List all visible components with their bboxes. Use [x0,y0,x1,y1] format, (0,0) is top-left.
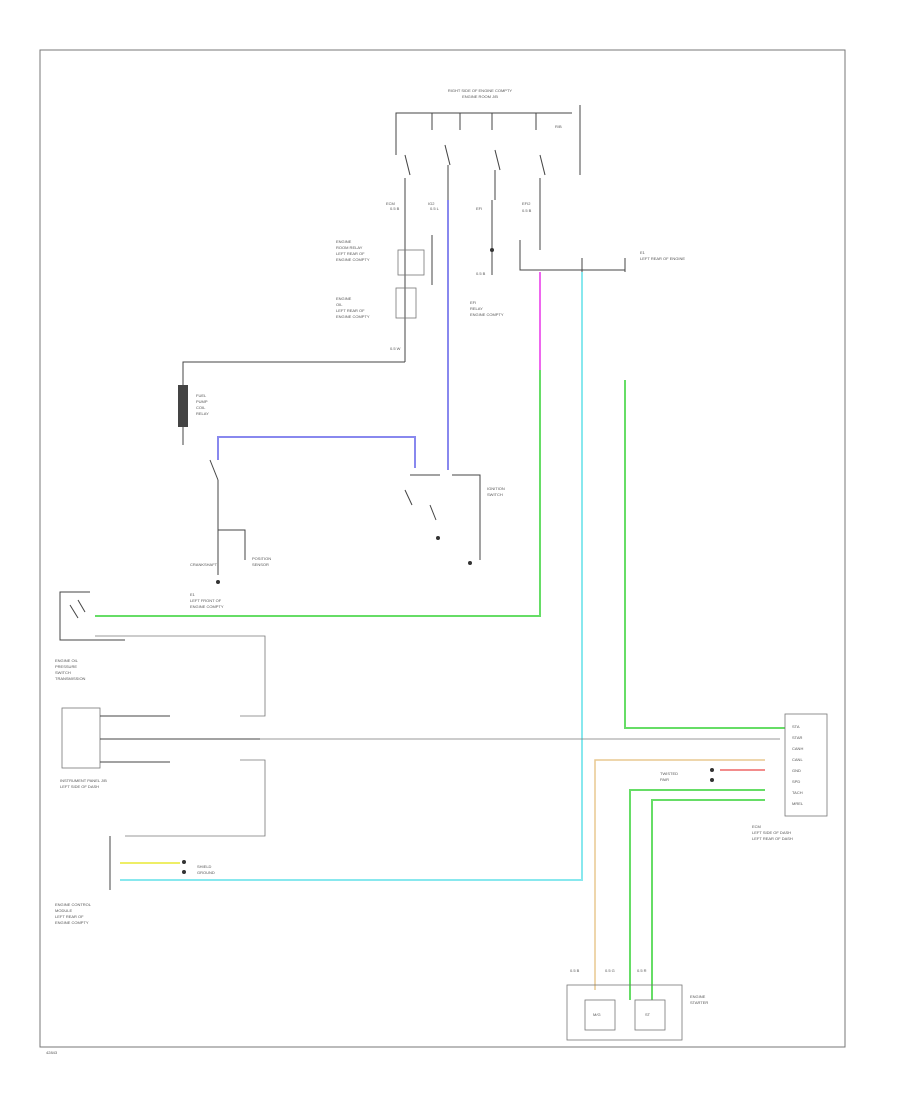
module-3-line-2: MODULE [55,908,72,913]
wire-label-1: 0.5 B [390,206,400,211]
left-module-2: INSTRUMENT PANEL J/B LEFT SIDE OF DASH [60,707,780,837]
bottom-module: M/G ST ENGINE STARTER 0.5 B 0.5 G 0.5 R [566,968,708,1041]
bottom-inner-label-1: M/G [593,1012,601,1017]
green-wire-main [95,370,541,617]
relay-2-line-3: LEFT REAR OF [336,308,365,313]
sensor-label-3: SENSOR [252,562,269,567]
ecm-pin-label: STA [792,724,800,729]
ignition-area: CRANKSHAFT POSITION SENSOR E1 LEFT FRONT… [190,459,505,609]
sensor-label-2: POSITION [252,556,271,561]
fuse-box: RIGHT SIDE OF ENGINE COMPTY ENGINE ROOM … [386,88,581,211]
splice-label-2: LEFT REAR OF ENGINE [640,256,685,261]
shield-label-1: SHIELD [197,864,212,869]
relay-1-line-2: ROOM RELAY [336,245,363,250]
module-2-line-2: LEFT SIDE OF DASH [60,784,99,789]
relay-3-line-2: RELAY [470,306,483,311]
upper-wiring: E1 LEFT REAR OF ENGINE 0.5 B 0.5 L 0.5 B… [182,200,685,385]
ecm-right-label-3: LEFT REAR OF DASH [752,836,793,841]
module-1-line-3: SWITCH [55,670,71,675]
relay-1-line-3: LEFT REAR OF [336,251,365,256]
ecm-right-label-2: LEFT SIDE OF DASH [752,830,791,835]
coil-label-3: COIL [196,405,206,410]
coil-label-4: RELAY [196,411,209,416]
ecm-pin-label: CANH [792,746,803,751]
coil-label-1: FUEL [196,393,207,398]
ground-label-2: LEFT FRONT OF [190,598,222,603]
twisted-pair-label-1: TWISTED [660,771,678,776]
bottom-inner-label-2: ST [645,1012,651,1017]
module-1-line-4: TRANSMISSION [55,676,86,681]
blue-wire-horizontal [217,436,416,468]
module-3-line-4: ENGINE COMPTY [55,920,89,925]
ecm-pin-label: MREL [792,801,804,806]
ecm-pin-label: GND [792,768,801,773]
fuse-label-1: ECM [386,201,395,206]
diagram-border [39,49,846,1048]
relay-labels: ENGINE ROOM RELAY LEFT REAR OF ENGINE CO… [336,239,504,319]
green-wire-ecm-1 [629,789,765,1000]
fuse-box-title-1: RIGHT SIDE OF ENGINE COMPTY [448,88,512,93]
relay-2-line-2: OIL [336,302,343,307]
module-3-line-1: ENGINE CONTROL [55,902,92,907]
ground-label-3: ENGINE COMPTY [190,604,224,609]
bottom-wire-label-2: 0.5 G [605,968,615,973]
fuel-pump-coil: FUEL PUMP COIL RELAY [178,385,209,445]
wire-label-5: 0.5 W [390,346,401,351]
green-wire-right [624,380,785,729]
ignition-switch-label-2: SWITCH [487,492,503,497]
wire-label-4: 0.5 B [522,208,532,213]
fuse-label-4: EFI2 [522,201,531,206]
relay-3-line-1: EFI [470,300,476,305]
wire-label-2: 0.5 L [430,206,440,211]
module-2-line-1: INSTRUMENT PANEL J/B [60,778,107,783]
left-module-3: ENGINE CONTROL MODULE LEFT REAR OF ENGIN… [55,836,215,925]
corner-code: 42843 [46,1050,58,1055]
module-1-line-1: ENGINE OIL [55,658,79,663]
green-wire-ecm-2 [651,799,765,1000]
ecm-pin-label: STAR [792,735,802,740]
wire-label-3: 0.5 B [476,271,486,276]
twisted-pair-label-2: PAIR [660,777,669,782]
relay-3-line-3: ENGINE COMPTY [470,312,504,317]
ecm-pin-label: CANL [792,757,803,762]
colored-wires [95,200,785,1000]
relay-2-line-1: ENGINE [336,296,352,301]
relay-1-line-1: ENGINE [336,239,352,244]
tan-wire [594,759,765,990]
fuse-box-side-label: R/B [555,124,562,129]
cyan-wire [120,272,583,881]
module-3-line-3: LEFT REAR OF [55,914,84,919]
relay-1-line-4: ENGINE COMPTY [336,257,370,262]
fuse-box-title-2: ENGINE ROOM J/B [462,94,498,99]
fuse-label-3: EFI [476,206,482,211]
ignition-switch-label-1: IGNITION [487,486,505,491]
relay-2-line-4: ENGINE COMPTY [336,314,370,319]
sensor-label-1: CRANKSHAFT [190,562,218,567]
ecm-right-label-1: ECM [752,824,761,829]
shield-label-2: GROUND [197,870,215,875]
fuse-label-2: IG2 [428,201,435,206]
bottom-module-label-2: STARTER [690,1000,708,1005]
ecm-pin-label: TACH [792,790,803,795]
left-module-1: ENGINE OIL PRESSURE SWITCH TRANSMISSION [55,591,266,717]
ecm-pin-label: SPD [792,779,800,784]
bottom-wire-label-1: 0.5 B [570,968,580,973]
coil-label-2: PUMP [196,399,208,404]
module-1-line-2: PRESSURE [55,664,77,669]
ground-label-1: E1 [190,592,196,597]
ecm-right: STA STAR CANH CANL GND SPD TACH MREL ECM LEFT S… [660,713,828,841]
splice-label-1: E1 [640,250,646,255]
bottom-wire-label-3: 0.5 R [637,968,647,973]
bottom-module-label-1: ENGINE [690,994,706,999]
